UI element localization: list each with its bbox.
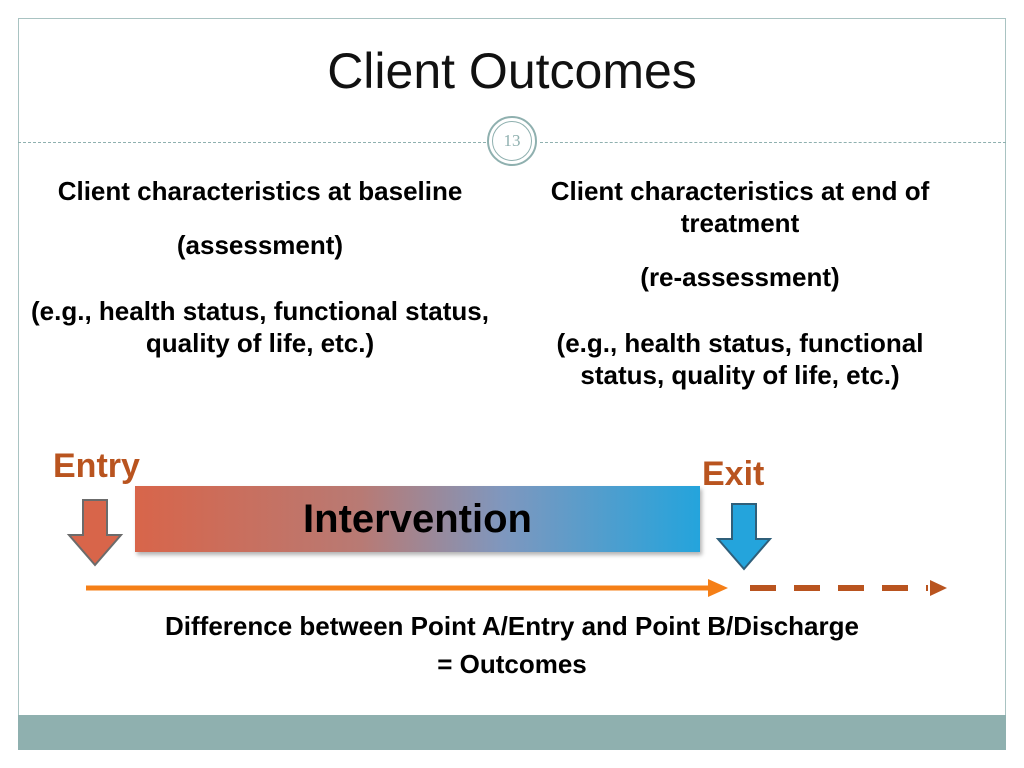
timeline-solid-arrowhead-icon — [708, 579, 728, 597]
baseline-phase: (assessment) — [176, 230, 344, 260]
slide-number-badge: 13 — [487, 116, 537, 166]
baseline-examples: (e.g., health status, functional status,… — [31, 296, 489, 358]
timeline-arrow — [86, 579, 947, 597]
exit-down-arrow-icon — [715, 503, 773, 571]
baseline-heading: Client characteristics at baseline — [57, 176, 463, 206]
outcome-definition-line1: Difference between Point A/Entry and Poi… — [165, 611, 859, 641]
slide-number: 13 — [492, 121, 532, 161]
intervention-bar: Intervention — [135, 486, 700, 552]
end-heading: Client characteristics at end of treatme… — [550, 176, 930, 238]
footer-band — [18, 715, 1006, 750]
intervention-label: Intervention — [303, 497, 532, 541]
baseline-column: Client characteristics at baseline (asse… — [30, 175, 490, 359]
end-phase: (re-assessment) — [640, 262, 840, 292]
timeline-dashed-arrowhead-icon — [930, 580, 947, 596]
title-divider-right — [540, 142, 1006, 143]
title-divider-left — [18, 142, 486, 143]
end-examples: (e.g., health status, functional status,… — [556, 328, 924, 390]
outcome-definition: Difference between Point A/Entry and Poi… — [30, 607, 994, 683]
slide-title: Client Outcomes — [327, 43, 697, 99]
exit-label: Exit — [702, 455, 765, 493]
end-column: Client characteristics at end of treatme… — [520, 175, 960, 391]
outcome-definition-line2: = Outcomes — [437, 649, 587, 679]
entry-label: Entry — [53, 447, 140, 485]
entry-down-arrow-icon — [66, 499, 124, 567]
